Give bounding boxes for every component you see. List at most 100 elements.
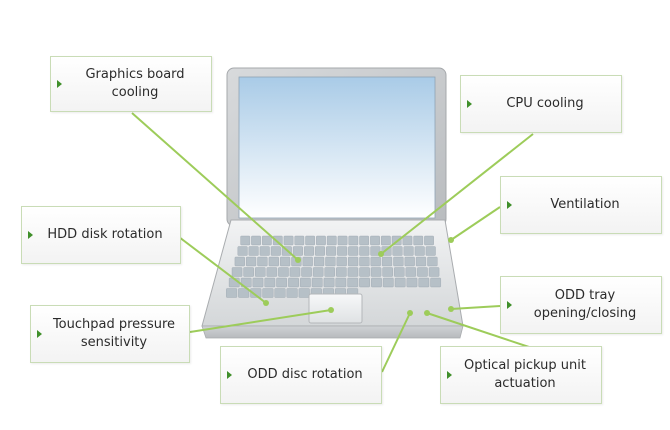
dot-hdd — [263, 300, 269, 306]
keyboard-key — [326, 246, 337, 256]
connector-lines — [131, 112, 534, 373]
keyboard-key — [425, 246, 436, 256]
label-odd-tray: ODD tray opening/closing — [500, 276, 662, 334]
keyboard-key — [276, 277, 288, 288]
connector-dots — [263, 237, 454, 316]
keyboard-key — [243, 267, 254, 277]
keyboard-key — [393, 256, 404, 267]
keyboard-key — [286, 288, 298, 298]
keyboard-key — [248, 246, 259, 256]
keyboard-key — [381, 235, 391, 246]
keyboard-key — [292, 246, 303, 256]
keyboard-key — [304, 246, 315, 256]
keyboard-key — [382, 277, 394, 288]
dot-ventilation — [448, 237, 454, 243]
keyboard-key — [268, 256, 279, 267]
keyboard-key — [280, 256, 291, 267]
keyboard-key — [404, 256, 415, 267]
keyboard-key — [323, 277, 335, 288]
keyboard-key — [336, 256, 347, 267]
keyboard-key — [245, 256, 257, 267]
bullet-arrow-icon — [37, 330, 42, 338]
connector-cpu — [380, 133, 534, 255]
keyboard-key — [370, 235, 380, 246]
keyboard-key — [294, 235, 305, 246]
keyboard-key — [305, 235, 316, 246]
keyboard-key — [370, 246, 381, 256]
keyboard-key — [430, 277, 442, 288]
keyboard-key — [336, 267, 347, 277]
touchpad — [308, 293, 363, 324]
keyboard-key — [406, 277, 418, 288]
bullet-arrow-icon — [507, 201, 512, 209]
keyboard-key — [262, 288, 274, 298]
keyboard-key — [298, 288, 310, 298]
keyboard-key — [414, 246, 425, 256]
label-touchpad-pressure: Touchpad pressure sensitivity — [30, 305, 190, 363]
keyboard-key — [428, 267, 440, 277]
keyboard-key — [370, 256, 381, 267]
keyboard-key — [325, 256, 336, 267]
keyboard-key — [274, 288, 286, 298]
dot-optical-pickup — [424, 310, 430, 316]
keyboard-key — [359, 235, 370, 246]
laptop-lid — [226, 67, 447, 227]
dot-odd-disc — [407, 310, 413, 316]
keyboard-key — [418, 277, 430, 288]
keyboard-key — [257, 256, 268, 267]
connector-hdd — [178, 236, 267, 304]
keyboard-key — [359, 277, 370, 288]
keyboard-key — [270, 246, 281, 256]
laptop-base — [201, 219, 464, 339]
keyboard-key — [262, 235, 272, 246]
keyboard-key — [347, 267, 359, 277]
keyboard-key — [289, 267, 301, 277]
bullet-arrow-icon — [507, 301, 512, 309]
keyboard-key — [302, 256, 313, 267]
keyboard-key — [264, 277, 276, 288]
keyboard-key — [417, 267, 428, 277]
connector-graphics — [131, 112, 299, 261]
keyboard-key — [316, 235, 326, 246]
keyboard-key — [348, 235, 359, 246]
keyboard-key — [288, 277, 299, 288]
connector-ventilation — [450, 206, 501, 241]
keyboard-key — [371, 277, 382, 288]
keyboard-key — [394, 267, 405, 277]
keyboard-key — [234, 256, 245, 267]
keyboard-key — [272, 235, 283, 246]
keyboard-key — [337, 246, 348, 256]
keyboard-key — [226, 288, 238, 298]
keyboard-key — [394, 277, 406, 288]
keyboard-key — [237, 246, 248, 256]
keyboard-key — [403, 246, 414, 256]
keyboard-key — [238, 288, 250, 298]
label-hdd-disk-rotation: HDD disk rotation — [21, 206, 181, 264]
laptop-front-edge — [201, 325, 464, 339]
keyboard-key — [359, 267, 370, 277]
bullet-arrow-icon — [227, 371, 232, 379]
connector-odd-disc — [381, 312, 411, 373]
keyboard-key — [405, 267, 417, 277]
keyboard-key — [402, 235, 413, 246]
keyboard-key — [415, 256, 427, 267]
keyboard-key — [427, 256, 438, 267]
keyboard-key — [392, 246, 403, 256]
keyboard-key — [413, 235, 424, 246]
bullet-arrow-icon — [28, 231, 33, 239]
keyboard-key — [250, 288, 262, 298]
laptop-screen — [238, 76, 436, 219]
keyboard-key — [240, 235, 251, 246]
connector-odd-tray — [450, 305, 501, 310]
keyboard-key — [347, 277, 359, 288]
label-graphics-board-cooling: Graphics board cooling — [50, 56, 212, 112]
bullet-arrow-icon — [447, 371, 452, 379]
keyboard-key — [251, 235, 261, 246]
keyboard-key — [278, 267, 289, 277]
keyboard-key — [359, 246, 370, 256]
keyboard-key — [301, 267, 312, 277]
keyboard-key — [314, 256, 325, 267]
keyboard-key — [337, 235, 348, 246]
dot-touchpad — [328, 307, 334, 313]
keyboard-key — [348, 256, 359, 267]
